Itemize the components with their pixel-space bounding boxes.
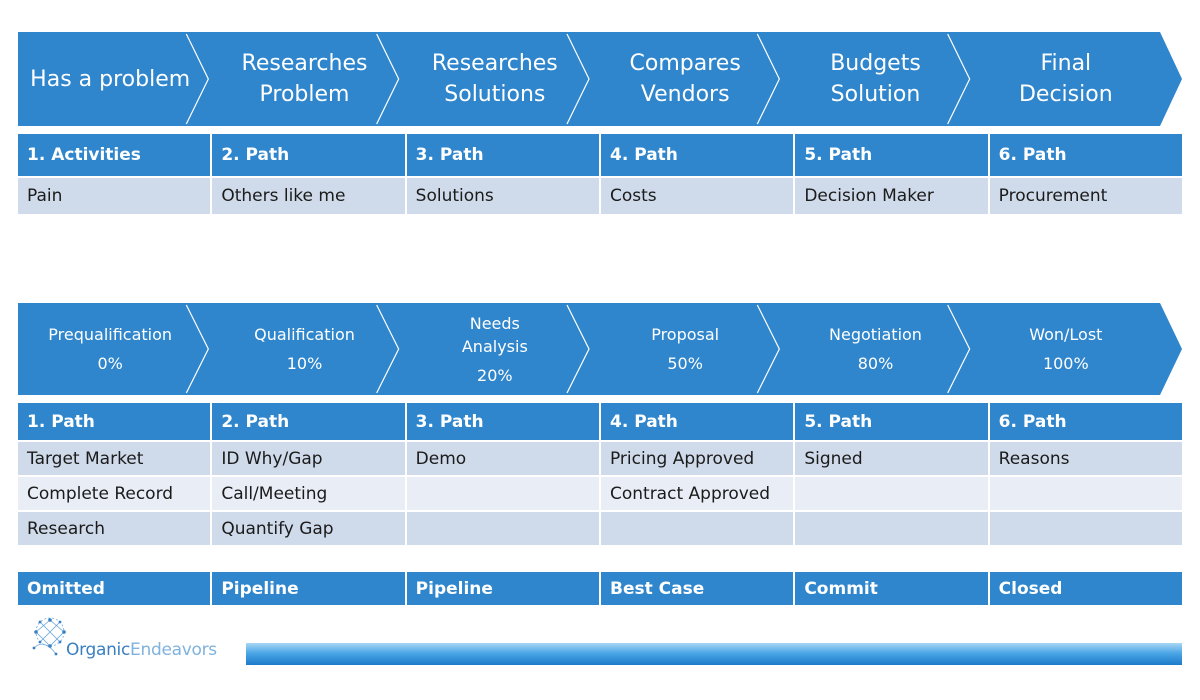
stage-name: Proposal: [651, 325, 720, 344]
stage-probability: 0%: [97, 354, 123, 373]
stage-probability: 50%: [667, 354, 703, 373]
chevron-separator: [756, 33, 781, 125]
path-row-3-cell-3: [406, 512, 599, 545]
path-row-1-cell-2: ID Why/Gap: [212, 442, 405, 475]
activity-cell-5: Decision Maker: [795, 178, 988, 214]
stage-name: Needs Analysis: [461, 313, 528, 356]
chevron-title: Final Decision: [1018, 51, 1113, 107]
header-cell-2: 2. Path: [212, 403, 405, 440]
journey-step-1: Has a problem: [18, 32, 202, 126]
forecast-cell-6: Closed: [989, 572, 1182, 605]
sales-stage-1: Prequalification 0%: [18, 303, 202, 395]
chevron-title: Has a problem: [30, 66, 191, 92]
chevron-title: Budgets Solution: [830, 51, 921, 107]
chevron-separator: [376, 304, 400, 394]
stage-probability: 10%: [286, 354, 323, 373]
sales-stage-3: Needs Analysis 20%: [403, 303, 587, 395]
path-row-2-cell-5: [795, 477, 988, 510]
stage-probability: 100%: [1042, 354, 1089, 373]
forecast-cell-5: Commit: [795, 572, 988, 605]
path-row-3-cell-4: [600, 512, 794, 545]
header-cell-4: 4. Path: [600, 403, 794, 440]
header-cell-1: 1. Activities: [18, 134, 211, 176]
path-row-1-cell-4: Pricing Approved: [600, 442, 794, 475]
chevron-title: Compares Vendors: [629, 51, 741, 107]
journey-step-4: Compares Vendors: [593, 32, 777, 126]
path-row-2-cell-1: Complete Record: [18, 477, 211, 510]
stage-name: Prequalification: [48, 325, 173, 344]
activity-cell-2: Others like me: [212, 178, 405, 214]
chevron-title: Researches Solutions: [431, 51, 558, 107]
header-cell-5: 5. Path: [795, 134, 988, 176]
path-row-2-cell-2: Call/Meeting: [212, 477, 405, 510]
logo-brand: Organic: [66, 640, 131, 660]
journey-step-5: Budgets Solution: [783, 32, 967, 126]
header-cell-6: 6. Path: [989, 403, 1182, 440]
stage-name: Qualification: [254, 325, 355, 344]
chevron-separator: [566, 304, 590, 394]
chevron-band: [18, 32, 1182, 126]
journey-step-3: Researches Solutions: [403, 32, 587, 126]
sales-stage-4: Proposal 50%: [593, 303, 777, 395]
chevron-separator: [185, 304, 210, 394]
journey-step-6: Final Decision: [974, 32, 1158, 126]
sales-stage-2: Qualification 10%: [212, 303, 396, 395]
header-cell-4: 4. Path: [600, 134, 794, 176]
activity-cell-4: Costs: [600, 178, 794, 214]
chevron-separator: [566, 33, 590, 125]
buyer-journey-chevrons: [18, 32, 1182, 126]
sales-stage-5: Negotiation 80%: [783, 303, 967, 395]
header-cell-3: 3. Path: [406, 403, 599, 440]
activity-cell-3: Solutions: [406, 178, 599, 214]
chevron-title: Researches Problem: [241, 51, 368, 107]
chevron-separator: [947, 304, 971, 394]
activity-cell-6: Procurement: [989, 178, 1182, 214]
company-logo-text: OrganicEndeavors: [66, 640, 217, 660]
path-row-1-cell-6: Reasons: [989, 442, 1182, 475]
path-row-3-cell-6: [989, 512, 1182, 545]
network-globe-icon: [32, 617, 66, 656]
path-row-2-cell-4: Contract Approved: [600, 477, 794, 510]
chevron-band: [18, 303, 1182, 395]
chevron-separator: [185, 33, 210, 125]
path-row-1-cell-3: Demo: [406, 442, 599, 475]
path-row-2-cell-3: [406, 477, 599, 510]
logo-brand-suffix: Endeavors: [130, 640, 217, 660]
forecast-cell-1: Omitted: [18, 572, 211, 605]
stage-probability: 80%: [857, 354, 894, 373]
header-cell-5: 5. Path: [795, 403, 988, 440]
header-cell-3: 3. Path: [406, 134, 599, 176]
path-row-3-cell-5: [795, 512, 988, 545]
sales-stage-6: Won/Lost 100%: [974, 303, 1158, 395]
stage-probability: 20%: [477, 365, 513, 385]
forecast-cell-3: Pipeline: [406, 572, 599, 605]
journey-step-2: Researches Problem: [212, 32, 396, 126]
forecast-cell-4: Best Case: [600, 572, 794, 605]
chevron-separator: [756, 304, 781, 394]
path-row-1-cell-1: Target Market: [18, 442, 211, 475]
path-row-3-cell-2: Quantify Gap: [212, 512, 405, 545]
footer-gradient-bar: [246, 643, 1182, 665]
header-cell-2: 2. Path: [212, 134, 405, 176]
sales-stage-chevrons: [18, 303, 1182, 395]
path-row-1-cell-5: Signed: [795, 442, 988, 475]
header-cell-6: 6. Path: [989, 134, 1182, 176]
header-cell-1: 1. Path: [18, 403, 211, 440]
chevron-separator: [947, 33, 971, 125]
path-row-2-cell-6: [989, 477, 1182, 510]
forecast-cell-2: Pipeline: [212, 572, 405, 605]
chevron-separator: [376, 33, 400, 125]
stage-name: Won/Lost: [1029, 325, 1103, 344]
path-row-3-cell-1: Research: [18, 512, 211, 545]
stage-name: Negotiation: [829, 325, 922, 344]
activity-cell-1: Pain: [18, 178, 211, 214]
